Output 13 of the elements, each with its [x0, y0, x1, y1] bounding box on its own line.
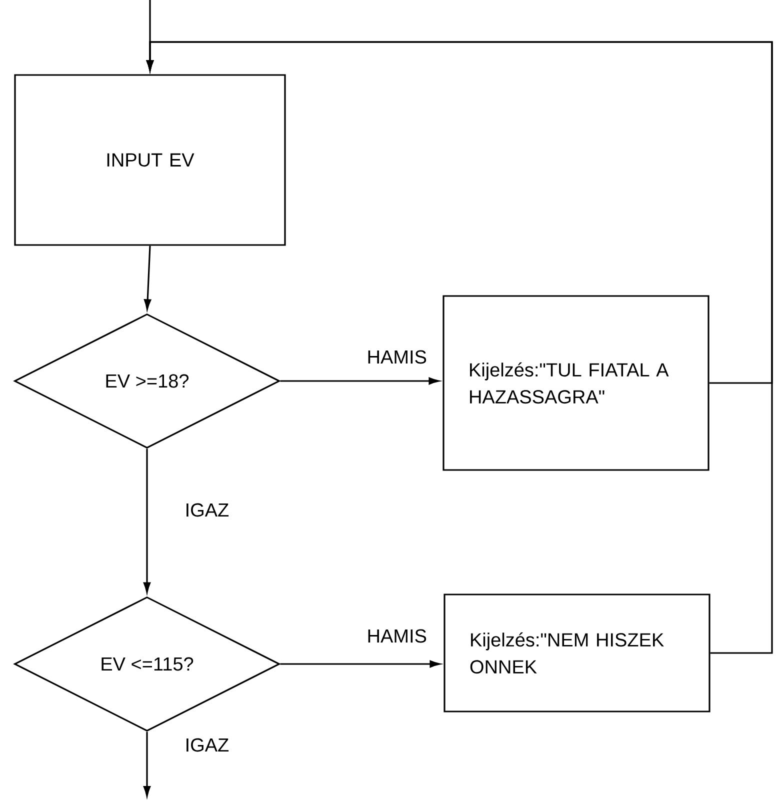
arrow [143, 732, 151, 797]
process-box: Kijelzés:"TUL FIATAL A HAZASSAGRA" [442, 295, 710, 471]
arrow [143, 448, 151, 593]
edge-label: HAMIS [368, 629, 426, 643]
edge-label: IGAZ [186, 738, 229, 752]
arrow [146, 41, 773, 654]
edge-label: HAMIS [368, 350, 426, 364]
arrow [280, 660, 440, 668]
arrow [280, 377, 440, 385]
arrow [144, 246, 152, 310]
process-box: INPUT EV [14, 74, 286, 246]
process-box: Kijelzés:"NEM HISZEK ONNEK [444, 594, 710, 712]
edge-label: IGAZ [186, 503, 229, 517]
